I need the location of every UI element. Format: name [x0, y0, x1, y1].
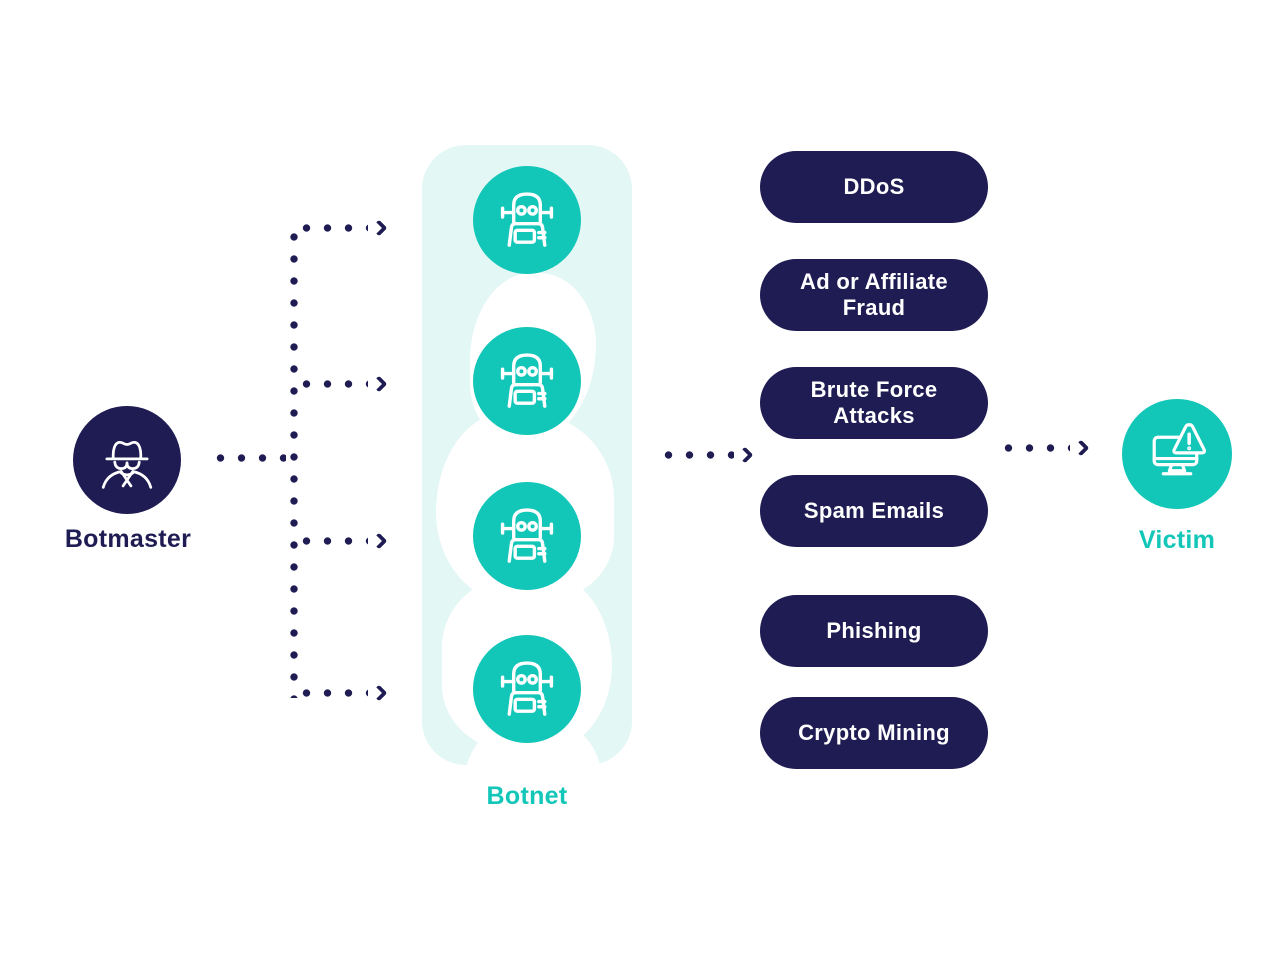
bot-node: [473, 635, 581, 743]
connector-attacks-victim: [998, 439, 1090, 457]
dotted-line: [296, 537, 368, 545]
dotted-line: [998, 444, 1070, 452]
attack-pill-label: Spam Emails: [803, 498, 945, 523]
botnet-container: [422, 145, 632, 867]
robot-icon: [500, 353, 554, 408]
chevron-right-icon: [1072, 439, 1090, 457]
branch-arrow-2: [296, 375, 388, 393]
computer-warning-icon: [1152, 423, 1207, 476]
chevron-right-icon: [370, 219, 388, 237]
connector-trunk: [290, 226, 298, 698]
bot-node: [473, 327, 581, 435]
attack-pill: Brute Force Attacks: [760, 367, 988, 439]
botmaster-node: [73, 406, 181, 514]
dotted-line: [296, 689, 368, 697]
attack-pill-label: DDoS: [843, 174, 905, 199]
chevron-right-icon: [736, 446, 754, 464]
attack-pill-label: Ad or Affiliate Fraud: [800, 269, 948, 320]
chevron-right-icon: [370, 532, 388, 550]
attack-pill: Phishing: [760, 595, 988, 667]
chevron-right-icon: [370, 375, 388, 393]
branch-arrow-4: [296, 684, 388, 702]
dotted-line: [210, 454, 286, 462]
attack-list: DDoS Ad or Affiliate Fraud Brute Force A…: [760, 151, 988, 771]
dotted-line: [296, 380, 368, 388]
robot-icon: [500, 508, 554, 563]
robot-icon: [500, 192, 554, 247]
robot-icon: [500, 661, 554, 716]
victim-node: [1122, 399, 1232, 509]
attack-pill-label: Crypto Mining: [798, 720, 950, 745]
chevron-right-icon: [370, 684, 388, 702]
attack-pill: Spam Emails: [760, 475, 988, 547]
botnet-label: Botnet: [486, 782, 568, 810]
connector-botnet-attacks: [658, 446, 754, 464]
connector-botmaster-trunk: [210, 454, 286, 462]
attack-pill-label: Phishing: [826, 618, 922, 643]
attack-pill: Ad or Affiliate Fraud: [760, 259, 988, 331]
attack-pill-label: Brute Force Attacks: [810, 377, 938, 428]
hacker-icon: [101, 440, 153, 489]
dotted-line: [658, 451, 734, 459]
branch-arrow-1: [296, 219, 388, 237]
attack-pill: Crypto Mining: [760, 697, 988, 769]
branch-arrow-3: [296, 532, 388, 550]
dotted-line: [296, 224, 368, 232]
bot-node: [473, 482, 581, 590]
victim-label: Victim: [1138, 526, 1216, 554]
botmaster-label: Botmaster: [64, 525, 192, 553]
bot-node: [473, 166, 581, 274]
attack-pill: DDoS: [760, 151, 988, 223]
